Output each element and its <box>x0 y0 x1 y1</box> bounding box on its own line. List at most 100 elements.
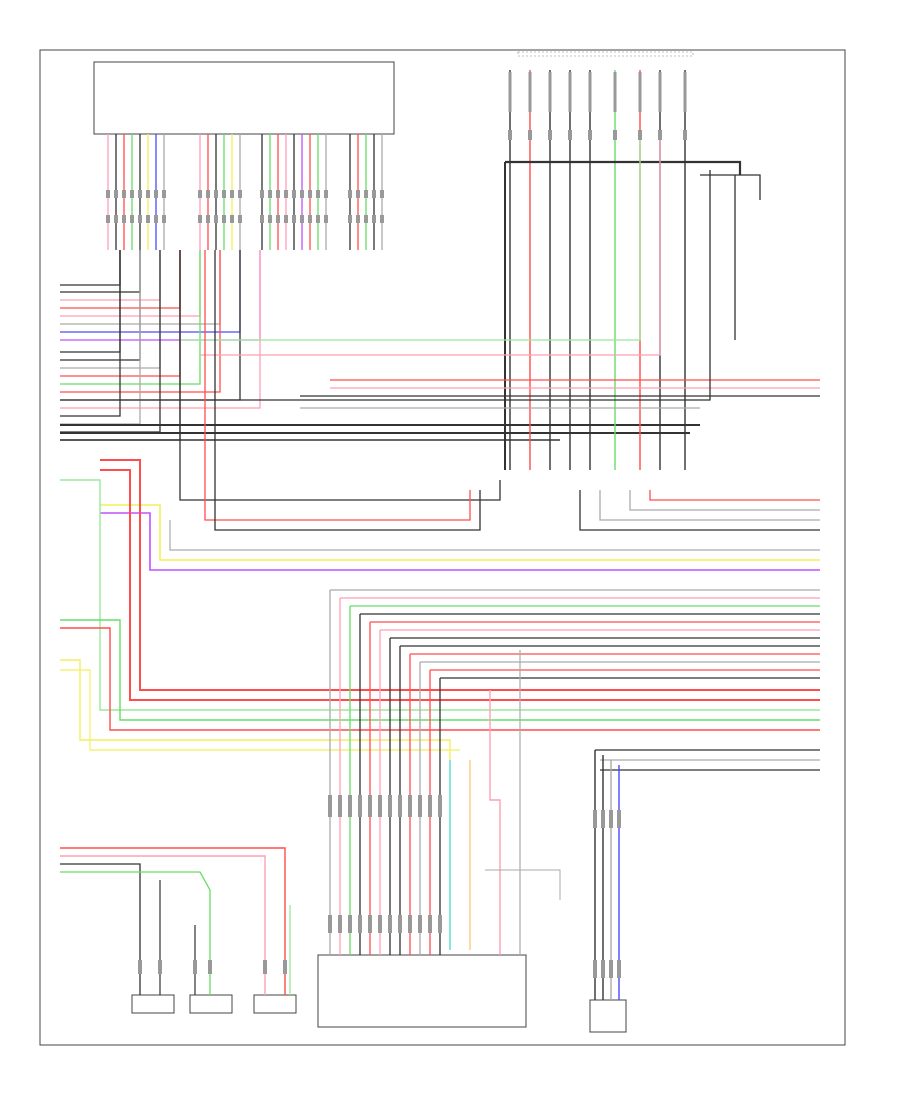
connector-pin <box>388 915 392 933</box>
connector-pin <box>338 795 342 817</box>
connector-pin <box>638 72 642 112</box>
connector-pin <box>222 190 226 198</box>
wire-81 <box>100 469 820 701</box>
connector-pin <box>358 795 362 817</box>
connector-pin <box>613 72 617 112</box>
connector-pin <box>588 130 592 140</box>
connector-pin <box>308 215 312 223</box>
connector-pin <box>358 915 362 933</box>
connector-pin <box>230 215 234 223</box>
wire-75 <box>599 490 820 521</box>
connector-pin <box>380 215 384 223</box>
connector-pin <box>146 190 150 198</box>
connector-pin <box>568 72 572 112</box>
connector-pin <box>328 915 332 933</box>
connector-pin <box>601 960 605 978</box>
wire-84 <box>60 627 820 731</box>
speaker-box-1 <box>131 994 175 1014</box>
connector-pin <box>613 130 617 140</box>
connector-pin <box>130 215 134 223</box>
wire-42 <box>60 250 241 401</box>
connector-pin <box>214 190 218 198</box>
connector-pin <box>214 215 218 223</box>
connector-pin <box>122 190 126 198</box>
wire-82 <box>60 479 820 711</box>
wire-28 <box>60 250 121 286</box>
connector-pin <box>238 190 242 198</box>
wire-69 <box>180 135 641 341</box>
right-module-box <box>517 51 694 57</box>
connector-pin <box>338 915 342 933</box>
connector-pin <box>428 795 432 817</box>
connector-pin <box>408 915 412 933</box>
connector-pin <box>658 130 662 140</box>
wire-74 <box>579 490 820 531</box>
connector-pin <box>568 130 572 140</box>
connector-pin <box>263 960 267 974</box>
connector-pin <box>324 215 328 223</box>
wire-86 <box>60 669 460 751</box>
wire-76 <box>629 490 820 511</box>
speaker-box-3 <box>253 994 297 1014</box>
connector-pin <box>138 960 142 974</box>
connector-pin <box>198 215 202 223</box>
connector-pin <box>106 190 110 198</box>
connector-pin <box>658 72 662 112</box>
connector-pin <box>356 215 360 223</box>
connector-pin <box>206 215 210 223</box>
connector-pin <box>260 215 264 223</box>
connector-pin <box>548 72 552 112</box>
audio-unit-box <box>93 61 395 135</box>
connector-pin <box>300 215 304 223</box>
connector-pin <box>130 190 134 198</box>
connector-pin <box>593 960 597 978</box>
connector-pin <box>609 960 613 978</box>
connector-pin <box>617 810 621 828</box>
connector-pin <box>106 215 110 223</box>
connector-pin <box>230 190 234 198</box>
wire-71 <box>179 250 501 501</box>
wire-125 <box>60 855 266 995</box>
connector-pin <box>348 215 352 223</box>
connector-pin <box>683 130 687 140</box>
connector-pin <box>158 960 162 974</box>
connector-pin <box>398 795 402 817</box>
connector-pin <box>198 190 202 198</box>
connector-pin <box>114 215 118 223</box>
connector-pin <box>368 795 372 817</box>
connector-pin <box>593 810 597 828</box>
connector-pin <box>308 190 312 198</box>
connector-box <box>589 999 627 1033</box>
connector-pin <box>292 190 296 198</box>
wire-79 <box>100 512 820 571</box>
connector-pin <box>508 72 512 112</box>
connector-pin <box>588 72 592 112</box>
wire-70 <box>200 135 661 356</box>
connector-pin <box>601 810 605 828</box>
connector-pin <box>154 190 158 198</box>
wires-group <box>60 70 820 1000</box>
connector-pin <box>348 915 352 933</box>
connector-pin <box>300 190 304 198</box>
connector-pin <box>138 190 142 198</box>
wire-46 <box>60 250 161 433</box>
connector-pin <box>364 190 368 198</box>
connector-pin <box>348 795 352 817</box>
wire-78 <box>100 504 820 561</box>
connector-pin <box>683 72 687 112</box>
connector-pin <box>528 130 532 140</box>
wire-40 <box>60 250 201 385</box>
wire-126 <box>60 863 141 995</box>
connector-pins <box>106 72 687 978</box>
connector-pin <box>378 915 382 933</box>
connector-pin <box>276 215 280 223</box>
wire-112 <box>489 690 501 955</box>
connector-pin <box>283 960 287 974</box>
connector-pin <box>154 215 158 223</box>
connector-pin <box>609 810 613 828</box>
connector-pin <box>617 960 621 978</box>
wire-127 <box>60 871 211 995</box>
wire-29 <box>60 250 141 293</box>
wire-32 <box>60 250 201 317</box>
connector-pin <box>548 130 552 140</box>
